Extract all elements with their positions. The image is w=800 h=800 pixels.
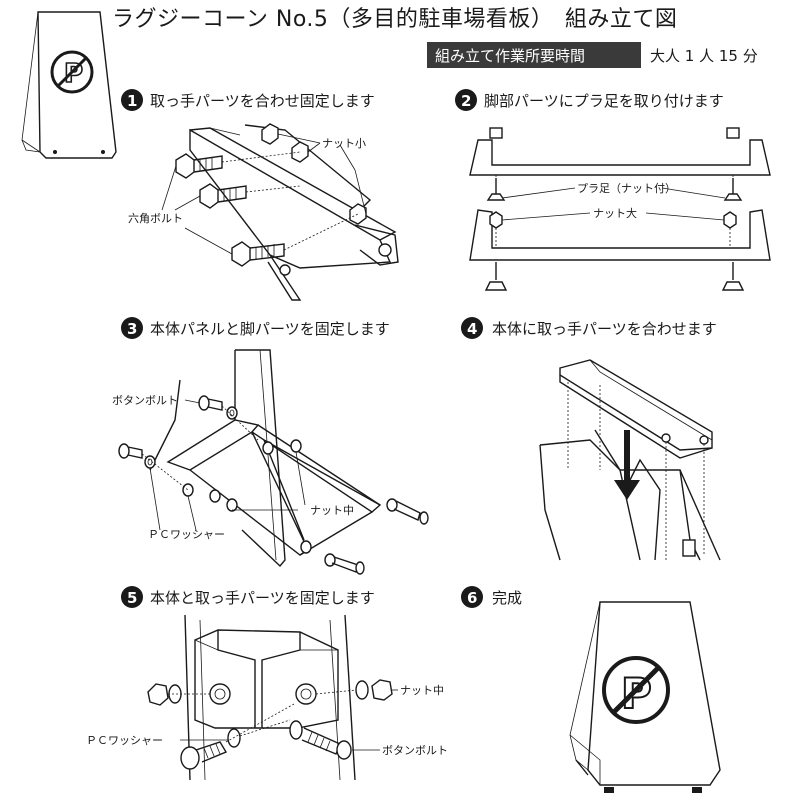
step-5-number: 5 [127, 589, 137, 607]
step-3-number-badge [121, 317, 143, 339]
step-4-title: 本体に取っ手パーツを合わせます [492, 320, 717, 338]
step-5-title: 本体と取っ手パーツを固定します [150, 589, 375, 607]
no-parking-sign-icon: P [50, 50, 94, 94]
duration-badge: 組み立て作業所要時間 [435, 47, 585, 65]
duration-value: 大人 1 人 15 分 [650, 47, 758, 65]
step-5: 5 本体と取っ手パーツを固定します [86, 586, 448, 781]
step-4-number: 4 [467, 320, 477, 338]
callout-large-nut: ナット大 [593, 206, 637, 220]
step-6-number-badge [461, 586, 483, 608]
step-3: 3 本体パネルと脚パーツを固定します [112, 317, 429, 575]
step-5-number-badge [121, 586, 143, 608]
step-1-number: 1 [127, 92, 137, 110]
duration-badge-bg [427, 42, 641, 68]
panel-leg-illustration [118, 349, 429, 575]
step-3-title: 本体パネルと脚パーツを固定します [150, 320, 390, 338]
step-4: 4 本体に取っ手パーツを合わせます [461, 317, 721, 561]
down-arrow-icon [614, 430, 640, 500]
handle-parts-illustration [161, 123, 399, 301]
step-6: 6 完成 P [461, 586, 721, 793]
attach-handle-illustration [539, 359, 721, 561]
callout-button-bolt: ボタンボルト [112, 394, 178, 407]
button-bolt [118, 443, 143, 459]
product-thumbnail: P [21, 11, 117, 159]
step-1-title: 取っ手パーツを合わせ固定します [150, 92, 375, 110]
step-2-title: 脚部パーツにプラ足を取り付けます [484, 92, 724, 110]
callout-medium-nut-5: ナット中 [400, 684, 444, 697]
hex-bolt [231, 241, 285, 267]
callout-plastic-foot: プラ足（ナット付） [577, 182, 676, 195]
small-nut [291, 141, 309, 163]
step-1-number-badge [121, 89, 143, 111]
step-2: 2 脚部パーツにプラ足を取り付けます [455, 89, 771, 291]
button-bolt [289, 720, 352, 760]
callout-medium-nut: ナット中 [310, 504, 354, 517]
step-6-number: 6 [467, 589, 477, 607]
callout-button-bolt-5: ボタンボルト [382, 744, 448, 757]
step-2-number-badge [455, 89, 477, 111]
small-nut [349, 203, 367, 225]
step-3-number: 3 [127, 320, 137, 338]
fix-handle-illustration [147, 614, 398, 781]
hex-bolt [199, 183, 247, 209]
callout-pc-washer: ＰＣワッシャー [148, 528, 225, 541]
callout-pc-washer-5: ＰＣワッシャー [86, 734, 163, 747]
no-parking-sign-icon: P [602, 656, 670, 724]
step-6-title: 完成 [492, 589, 522, 607]
leg-parts-illustration [469, 127, 771, 291]
small-nut [261, 123, 279, 145]
page-title: ラグジーコーン No.5（多目的駐車場看板） 組み立て図 [112, 7, 677, 32]
step-2-number: 2 [461, 92, 471, 110]
callout-small-nut: ナット小 [322, 137, 366, 150]
hex-bolt [175, 153, 223, 179]
button-bolt [198, 395, 223, 411]
finished-product-illustration: P [569, 601, 721, 793]
step-1: 1 取っ手パーツを合わせ固定します [121, 89, 399, 301]
button-bolt [180, 741, 228, 770]
step-4-number-badge [461, 317, 483, 339]
callout-hex-bolt: 六角ボルト [128, 212, 183, 225]
